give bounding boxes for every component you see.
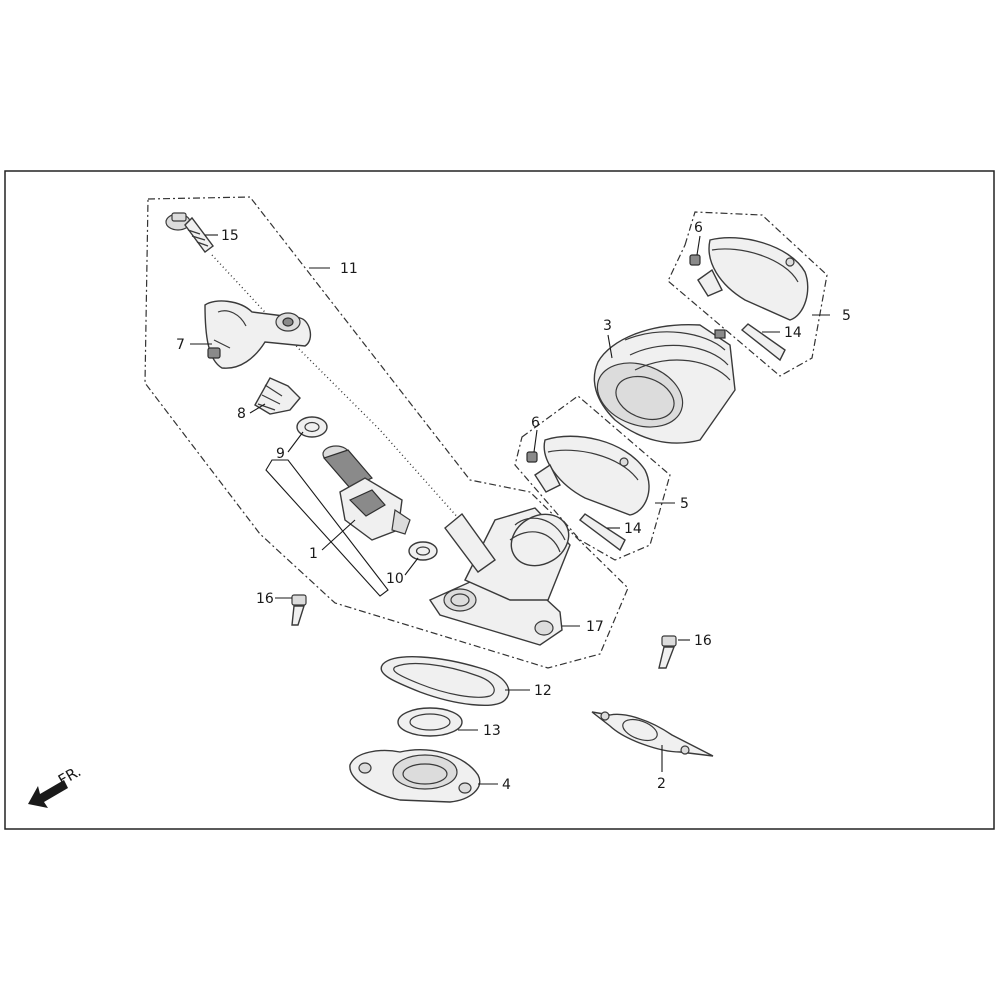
label-11: 11 <box>340 261 358 277</box>
label-8: 8 <box>237 406 246 422</box>
label-2: 2 <box>657 776 666 792</box>
label-7: 7 <box>176 337 185 353</box>
label-16-left: 16 <box>256 591 274 607</box>
group-outline-5-upper <box>667 211 828 377</box>
front-direction-indicator: FR. <box>28 762 84 808</box>
label-5-lower: 5 <box>680 496 689 512</box>
group-outline-11 <box>144 196 629 669</box>
o-ring-9 <box>296 416 328 438</box>
clamp-5-lower <box>526 435 650 516</box>
label-13: 13 <box>483 723 501 739</box>
label-15: 15 <box>221 228 239 244</box>
gasket-12 <box>380 656 510 706</box>
label-6-upper: 6 <box>694 220 703 236</box>
screw-14-upper <box>740 323 786 362</box>
insulator-plate-4 <box>349 749 481 803</box>
o-ring-10 <box>408 541 438 561</box>
assembly-axis <box>211 254 461 521</box>
intake-boot-3 <box>593 323 736 444</box>
bolt-16-left <box>291 594 307 626</box>
label-17: 17 <box>586 619 604 635</box>
bolt-15 <box>165 212 214 253</box>
label-3: 3 <box>603 318 612 334</box>
seal-ring-13 <box>397 707 463 737</box>
label-10: 10 <box>386 571 404 587</box>
leader-lines <box>190 234 830 785</box>
bolt-16-right <box>658 635 677 669</box>
gasket-2 <box>591 711 714 757</box>
clamp-5-upper <box>689 236 809 321</box>
clip-8 <box>254 377 301 415</box>
label-14-lower: 14 <box>624 521 642 537</box>
front-arrow-icon <box>28 780 68 808</box>
intake-manifold-17 <box>428 507 571 646</box>
screw-14-lower <box>578 513 626 552</box>
injector-1 <box>322 445 411 541</box>
label-16-right: 16 <box>694 633 712 649</box>
group-outline-5-lower <box>514 395 671 561</box>
label-14-upper: 14 <box>784 325 802 341</box>
label-4: 4 <box>502 777 511 793</box>
label-5-upper: 5 <box>842 308 851 324</box>
label-6-lower: 6 <box>531 415 540 431</box>
label-12: 12 <box>534 683 552 699</box>
label-1: 1 <box>309 546 318 562</box>
diagram-frame <box>4 170 995 830</box>
label-9: 9 <box>276 446 285 462</box>
fuel-connector-7 <box>204 300 312 369</box>
